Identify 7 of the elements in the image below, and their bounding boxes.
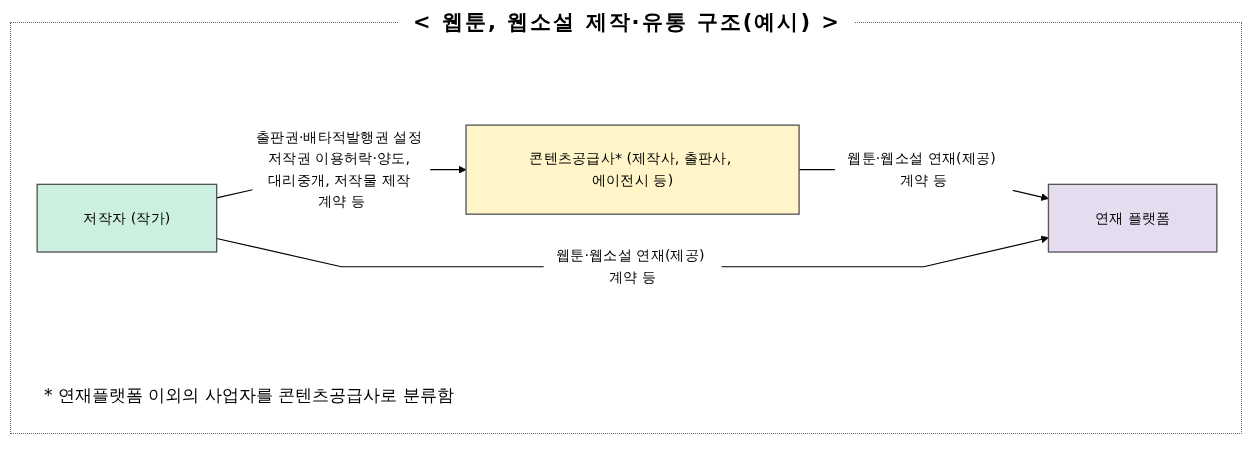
node-box: 연재 플랫폼: [1047, 184, 1218, 254]
footnote-text: * 연재플랫폼 이외의 사업자를 콘텐츠공급사로 분류함: [44, 384, 454, 407]
edge-label: 출판권·배타적발행권 설정 저작권 이용허락·양도, 대리중개, 저작물 제작 계약 등: [256, 129, 422, 211]
edge-label: 웹툰·웹소설 연재(제공) 계약 등: [556, 247, 705, 286]
node-box: 저작자 (작가): [36, 184, 218, 254]
node-box: 콘텐츠공급사* (제작사, 출판사, 에이전시 등): [465, 124, 800, 216]
edge-label: 웹툰·웹소설 연재(제공) 계약 등: [847, 150, 996, 189]
